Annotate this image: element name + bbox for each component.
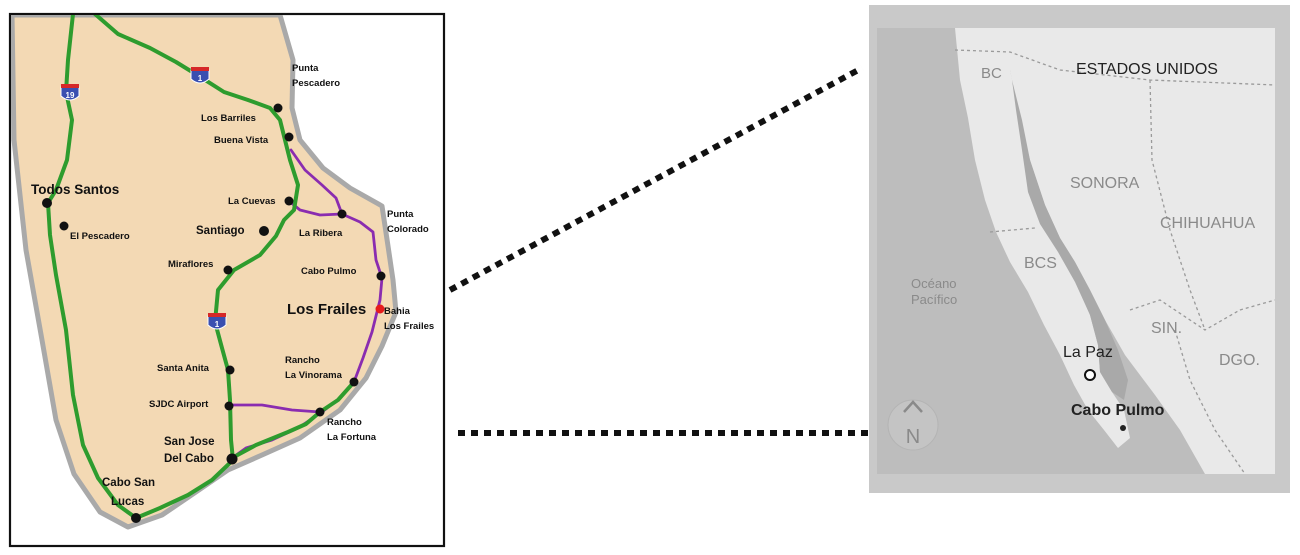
label-bc: BC: [981, 65, 1002, 82]
highway-1: [93, 15, 300, 520]
town-dot-santa-anita: [225, 365, 235, 375]
label-bahia-los-frailes-2: Los Frailes: [384, 321, 434, 332]
label-sjdc-airport: SJDC Airport: [149, 399, 209, 410]
label-los-barriles: Los Barriles: [201, 113, 256, 124]
label-bcs: BCS: [1024, 255, 1057, 272]
road-airport-east: [228, 403, 322, 414]
label-miraflores: Miraflores: [168, 259, 213, 270]
town-dot-rancho-la-vinorama: [349, 377, 359, 387]
label-cabo-san-lucas-2: Lucas: [111, 496, 144, 508]
label-san-jose-del-cabo-1: San Jose: [164, 436, 215, 448]
zoom-connectors: [448, 65, 870, 436]
label-buena-vista: Buena Vista: [214, 135, 269, 146]
shield-hwy19-number: 19: [66, 91, 75, 100]
label-chihuahua: CHIHUAHUA: [1160, 215, 1255, 232]
label-oceano-1: Océano: [911, 276, 957, 291]
border-sinaloa-durango: [1174, 329, 1246, 474]
label-cabo-pulmo: Cabo Pulmo: [1071, 402, 1165, 419]
border-chihuahua-sinaloa: [1129, 299, 1275, 331]
town-dot-santiago: [259, 226, 269, 236]
label-rancho-la-vinorama-1: Rancho: [285, 355, 320, 366]
land-mass: [11, 15, 399, 530]
highway-19: [46, 15, 138, 520]
gulf-of-california: [1012, 80, 1128, 400]
label-el-pescadero: El Pescadero: [70, 231, 130, 242]
shield-hwy1-south: 1: [207, 313, 227, 330]
label-la-paz: La Paz: [1063, 344, 1113, 361]
label-cabo-pulmo: Cabo Pulmo: [301, 266, 357, 277]
town-dot-cabo-san-lucas: [131, 513, 141, 523]
border-us-mexico: [954, 49, 1275, 86]
town-dot-cabo-pulmo: [376, 271, 386, 281]
label-north: N: [906, 426, 920, 448]
label-punta-colorado-2: Colorado: [387, 224, 429, 235]
label-bahia-los-frailes-1: Bahia: [384, 306, 411, 317]
label-todos-santos: Todos Santos: [31, 182, 119, 197]
locator-labels: ESTADOS UNIDOS BC SONORA CHIHUAHUA BCS O…: [911, 61, 1260, 419]
baja-peninsula: [955, 28, 1130, 448]
locator-map: N ESTADOS UNIDOS BC SONORA CHIHUAHUA BCS…: [869, 5, 1290, 493]
label-san-jose-del-cabo-2: Del Cabo: [164, 453, 214, 465]
shield-hwy1-north: 1: [190, 67, 210, 84]
town-dot-la-cuevas: [284, 196, 294, 206]
marker-cabo-pulmo: [1120, 425, 1126, 431]
label-la-ribera: La Ribera: [299, 228, 343, 239]
label-los-frailes: Los Frailes: [287, 301, 366, 318]
label-rancho-la-fortuna-1: Rancho: [327, 417, 362, 428]
label-cabo-san-lucas-1: Cabo San: [102, 477, 155, 489]
label-sin: SIN.: [1151, 320, 1182, 337]
town-dot-los-barriles: [273, 103, 283, 113]
label-dgo: DGO.: [1219, 352, 1260, 369]
town-dot-la-ribera: [337, 209, 347, 219]
highway-loop-south: [230, 380, 356, 460]
town-markers: [42, 103, 386, 523]
town-dot-san-jose-del-cabo: [226, 453, 238, 465]
north-arrow-icon: [903, 400, 923, 413]
town-dot-todos-santos: [42, 198, 52, 208]
regional-map: 19 1 1: [8, 12, 446, 548]
town-dot-buena-vista: [284, 132, 294, 142]
label-punta-pescadero-2: Pescadero: [292, 78, 340, 89]
label-oceano-2: Pacífico: [911, 292, 957, 307]
border-sonora-chihuahua: [1149, 79, 1206, 331]
state-borders: [954, 49, 1275, 474]
town-dot-sjdc-airport: [224, 401, 234, 411]
label-sonora: SONORA: [1070, 175, 1140, 192]
border-bc-bcs: [989, 227, 1036, 233]
connector-top: [448, 65, 864, 293]
place-labels: Punta Pescadero Los Barriles Buena Vista…: [31, 63, 434, 508]
highlight-dot-bahia-los-frailes: [375, 304, 385, 314]
town-dot-el-pescadero: [59, 221, 69, 231]
label-punta-pescadero-1: Punta: [292, 63, 319, 74]
mainland-mexico: [1000, 28, 1275, 474]
town-dot-miraflores: [223, 265, 233, 275]
label-la-cuevas: La Cuevas: [228, 196, 276, 207]
town-dot-rancho-la-fortuna: [315, 407, 325, 417]
label-santa-anita: Santa Anita: [157, 363, 210, 374]
label-estados-unidos: ESTADOS UNIDOS: [1076, 61, 1218, 78]
shield-hwy19: 19: [60, 84, 80, 101]
label-punta-colorado-1: Punta: [387, 209, 414, 220]
north-compass: N: [887, 399, 939, 451]
label-santiago: Santiago: [196, 225, 245, 237]
highways: [46, 15, 356, 520]
label-rancho-la-fortuna-2: La Fortuna: [327, 432, 377, 443]
shield-hwy1-south-number: 1: [215, 320, 220, 329]
marker-la-paz: [1084, 369, 1096, 381]
label-rancho-la-vinorama-2: La Vinorama: [285, 370, 343, 381]
shield-hwy1-north-number: 1: [198, 74, 203, 83]
